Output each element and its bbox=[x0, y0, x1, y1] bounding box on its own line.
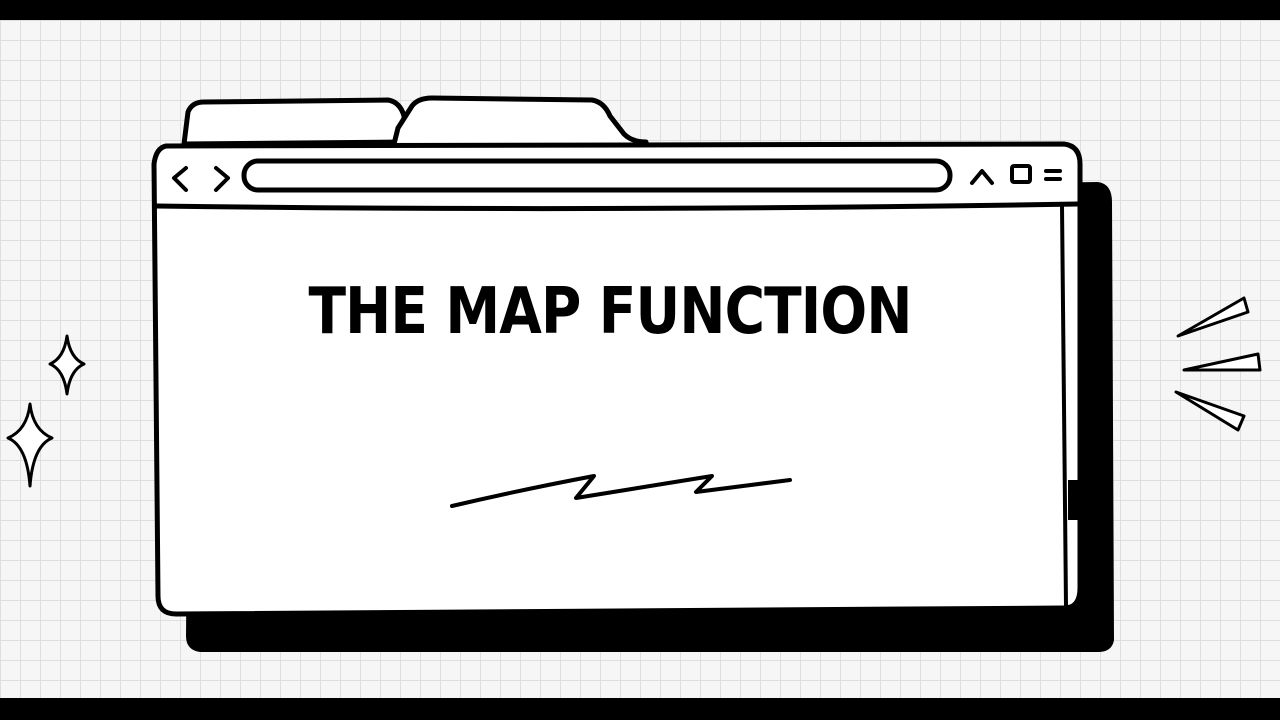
menu-lines-icon bbox=[1044, 169, 1062, 181]
maximize-square-icon bbox=[1010, 164, 1032, 184]
sparkle-large-icon bbox=[6, 402, 54, 488]
address-bar[interactable] bbox=[244, 161, 950, 190]
squiggle-decoration bbox=[450, 474, 792, 508]
sparkle-small-icon bbox=[48, 334, 86, 396]
back-button[interactable] bbox=[166, 160, 194, 196]
tab-left bbox=[181, 97, 407, 147]
emphasis-mark-top bbox=[1176, 296, 1250, 338]
scrollbar-thumb bbox=[1068, 480, 1082, 520]
tab-left[interactable] bbox=[188, 102, 402, 142]
chevron-right-icon bbox=[214, 166, 230, 192]
canvas-background: THE MAP FUNCTION bbox=[0, 20, 1280, 698]
maximize-button[interactable] bbox=[1008, 160, 1034, 190]
minimize-button[interactable] bbox=[968, 160, 994, 190]
menu-button[interactable] bbox=[1040, 160, 1066, 190]
page-title: THE MAP FUNCTION bbox=[308, 275, 912, 349]
scrollbar-track bbox=[1060, 205, 1068, 607]
url-bar-shape bbox=[241, 158, 953, 193]
emphasis-mark-bottom bbox=[1174, 390, 1246, 432]
forward-button[interactable] bbox=[206, 160, 234, 196]
tab-active[interactable] bbox=[410, 98, 620, 142]
chevron-left-icon bbox=[172, 166, 188, 192]
window-frame bbox=[151, 141, 1083, 617]
caret-up-icon bbox=[970, 169, 994, 185]
emphasis-mark-middle bbox=[1182, 352, 1262, 372]
header-divider bbox=[153, 201, 1081, 212]
browser-illustration bbox=[6, 95, 1262, 652]
